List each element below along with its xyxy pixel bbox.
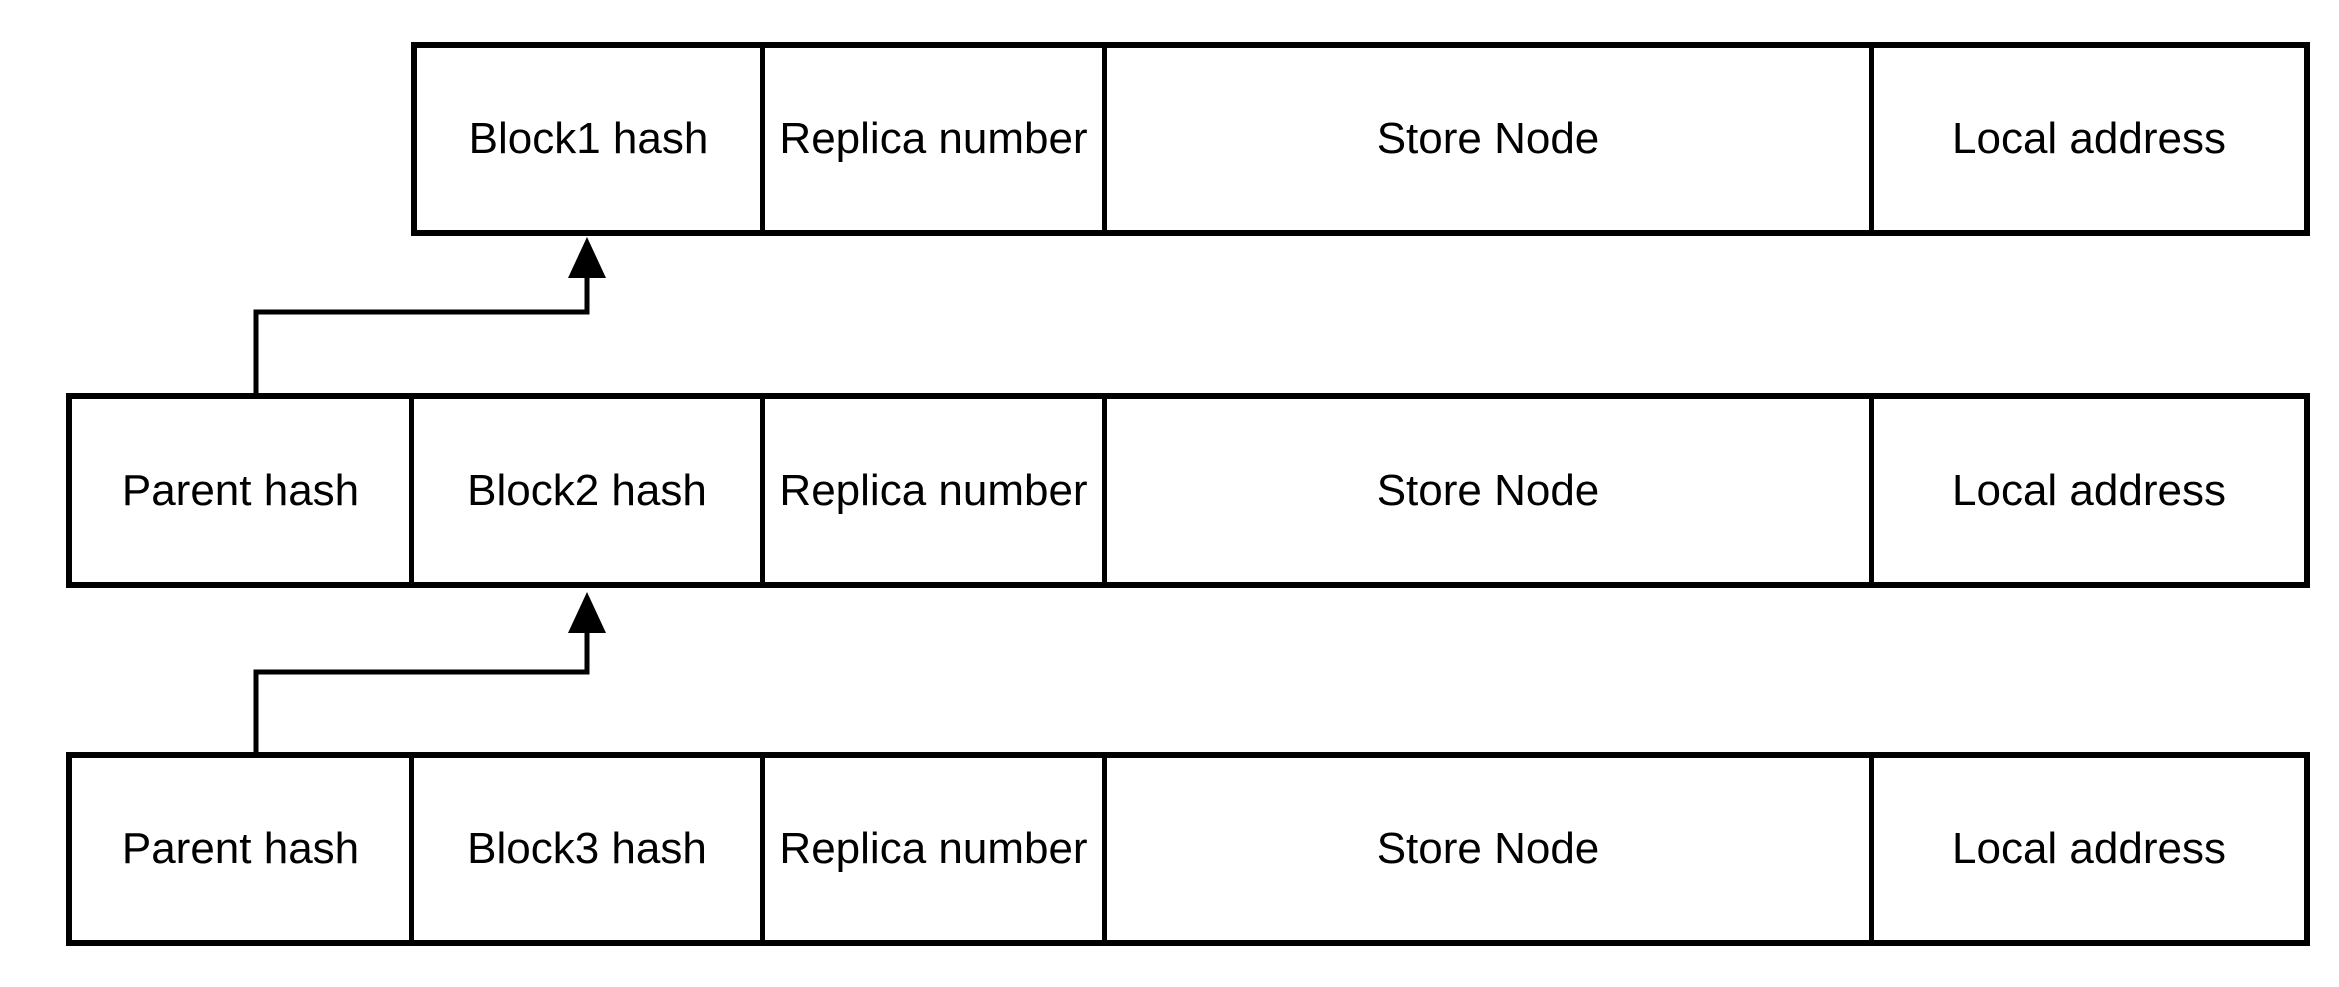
block3-local-address-label: Local address bbox=[1952, 824, 2226, 873]
block2-store-node-cell: Store Node bbox=[1107, 399, 1874, 582]
block2-record-row: Parent hash Block2 hash Replica number S… bbox=[66, 393, 2310, 588]
arrow-head-icon bbox=[568, 237, 606, 278]
block1-hash-label: Block1 hash bbox=[468, 114, 709, 163]
block2-local-address-cell: Local address bbox=[1874, 399, 2304, 582]
block2-parent-hash-cell: Parent hash bbox=[72, 399, 414, 582]
arrow-line-block3-to-block2 bbox=[253, 630, 590, 752]
parent-link-arrow-block3-to-block2 bbox=[253, 592, 606, 752]
block1-local-address-cell: Local address bbox=[1874, 48, 2304, 230]
block3-replica-number-cell: Replica number bbox=[765, 758, 1107, 940]
block3-hash-label: Block3 hash bbox=[467, 824, 707, 873]
block1-local-address-label: Local address bbox=[1952, 114, 2226, 163]
block3-parent-hash-cell: Parent hash bbox=[72, 758, 414, 940]
block3-hash-cell: Block3 hash bbox=[414, 758, 765, 940]
block1-replica-number-label: Replica number bbox=[779, 114, 1088, 163]
arrow-line-block2-to-block1 bbox=[253, 274, 590, 393]
arrow-head-icon bbox=[568, 592, 606, 633]
block3-store-node-label: Store Node bbox=[1376, 824, 1600, 873]
block1-replica-number-cell: Replica number bbox=[765, 48, 1107, 230]
block3-replica-number-label: Replica number bbox=[779, 824, 1088, 873]
block1-store-node-cell: Store Node bbox=[1107, 48, 1874, 230]
block2-hash-label: Block2 hash bbox=[467, 465, 707, 515]
parent-link-arrow-block2-to-block1 bbox=[253, 237, 606, 393]
block3-store-node-cell: Store Node bbox=[1107, 758, 1874, 940]
block2-parent-hash-label: Parent hash bbox=[121, 465, 360, 515]
block1-record-row: Block1 hash Replica number Store Node Lo… bbox=[411, 42, 2310, 236]
block1-store-node-label: Store Node bbox=[1376, 114, 1600, 163]
block3-local-address-cell: Local address bbox=[1874, 758, 2304, 940]
block3-parent-hash-label: Parent hash bbox=[121, 824, 360, 873]
block1-hash-cell: Block1 hash bbox=[417, 48, 765, 230]
block2-store-node-label: Store Node bbox=[1376, 465, 1600, 515]
block2-hash-cell: Block2 hash bbox=[414, 399, 765, 582]
block2-replica-number-cell: Replica number bbox=[765, 399, 1107, 582]
block3-record-row: Parent hash Block3 hash Replica number S… bbox=[66, 752, 2310, 946]
block2-local-address-label: Local address bbox=[1952, 465, 2226, 515]
block2-replica-number-label: Replica number bbox=[779, 465, 1088, 515]
